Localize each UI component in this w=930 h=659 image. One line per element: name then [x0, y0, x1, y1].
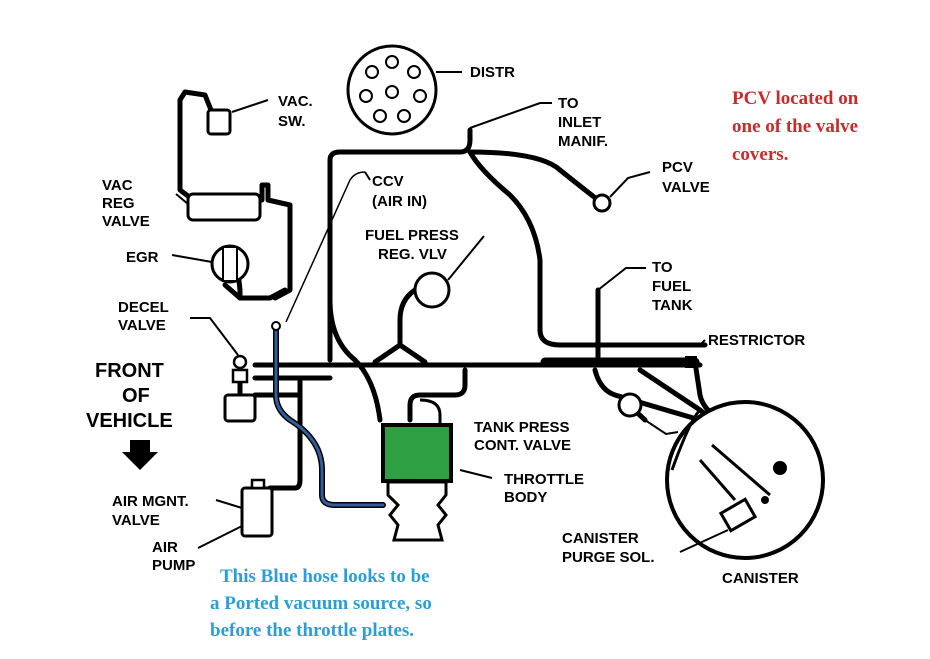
air-mgnt-label-2: VALVE — [112, 512, 160, 529]
decel-label-1: DECEL — [118, 299, 169, 316]
canister-label: CANISTER — [722, 570, 799, 587]
vac-reg-hose — [259, 182, 293, 301]
throttle-body — [381, 398, 453, 542]
to-fuel-tank-label-3: TANK — [652, 297, 693, 314]
egr-valve — [210, 244, 250, 284]
fuel-press-label-1: FUEL PRESS — [365, 227, 459, 244]
vac-reg-label-3: VALVE — [102, 213, 150, 230]
front-label-2: OF — [122, 385, 150, 407]
egr-hose — [222, 282, 288, 301]
tank-press-valve — [617, 392, 643, 418]
to-inlet-label-3: MANIF. — [558, 133, 608, 150]
pcv-hose — [467, 149, 601, 203]
restrictor-label: RESTRICTOR — [708, 332, 805, 349]
vac-reg-valve — [186, 192, 262, 222]
pcv-valve-label-2: VALVE — [662, 179, 710, 196]
distributor — [346, 44, 438, 136]
restrictor — [685, 356, 697, 368]
manifold-loop — [327, 127, 473, 363]
air-mgnt-valve — [240, 486, 274, 538]
fuel-press-label-2: REG. VLV — [378, 246, 447, 263]
air-pump-label-2: PUMP — [152, 557, 195, 574]
canister-loop — [592, 367, 783, 468]
ccv-label-1: CCV — [372, 173, 404, 190]
fuel-press-reg — [413, 271, 451, 309]
to-inlet-label-2: INLET — [558, 114, 601, 131]
decel-hose — [237, 367, 333, 388]
ccv-label-2: (AIR IN) — [372, 193, 427, 210]
egr-label: EGR — [126, 249, 159, 266]
vac-sw-hose — [177, 89, 218, 199]
air-mgnt-valve-cap — [250, 478, 266, 490]
fuel-reg-branch — [372, 342, 428, 365]
distr-label: DISTR — [470, 64, 515, 81]
air-mgnt-hose — [252, 392, 303, 491]
canister-purge-label-1: CANISTER — [562, 530, 639, 547]
vac-reg-label-2: REG — [102, 195, 135, 212]
vac-switch — [206, 108, 232, 136]
vac-sw-label-2: SW. — [278, 113, 306, 130]
fuel-reg-hose — [397, 287, 418, 348]
pcv-note-line-3: covers. — [732, 144, 788, 165]
pcv-valve-label-1: PCV — [662, 159, 693, 176]
vac-sw-label-1: VAC. — [278, 93, 313, 110]
blue-note-line-2: a Ported vacuum source, so — [210, 593, 432, 614]
pcv-valve — [592, 193, 612, 213]
to-fuel-tank-label-1: TO — [652, 259, 673, 276]
tank-press-label-1: TANK PRESS — [474, 419, 570, 436]
down-arrow-icon — [122, 440, 158, 470]
blue-note-line-3: before the throttle plates. — [210, 620, 414, 641]
throttle-upper-hose — [407, 367, 468, 423]
front-label-3: VEHICLE — [86, 410, 173, 432]
pcv-note-line-2: one of the valve — [732, 116, 858, 137]
decel-label-2: VALVE — [118, 317, 166, 334]
tank-press-label-2: CONT. VALVE — [474, 437, 571, 454]
blue-hose-port — [271, 321, 281, 331]
canister-purge-label-2: PURGE SOL. — [562, 549, 655, 566]
throttle-label-2: BODY — [504, 489, 547, 506]
air-pump-label-1: AIR — [152, 539, 178, 556]
blue-ported-hose-fill — [274, 326, 385, 507]
pcv-note-line-1: PCV located on — [732, 88, 859, 109]
leader-lines — [171, 71, 729, 553]
inlet-curve — [467, 149, 708, 348]
throttle-label-1: THROTTLE — [504, 471, 584, 488]
ccv-tube — [285, 171, 366, 323]
air-mgnt-label-1: AIR MGNT. — [112, 493, 189, 510]
vac-reg-label-1: VAC — [102, 177, 133, 194]
ccv-line — [327, 297, 383, 423]
canister — [665, 400, 825, 560]
to-fuel-tank-label-2: FUEL — [652, 278, 691, 295]
front-label-1: FRONT — [95, 360, 164, 382]
to-inlet-label-1: TO — [558, 95, 579, 112]
decel-valve — [223, 354, 257, 423]
blue-note-line-1: This Blue hose looks to be — [220, 566, 430, 587]
